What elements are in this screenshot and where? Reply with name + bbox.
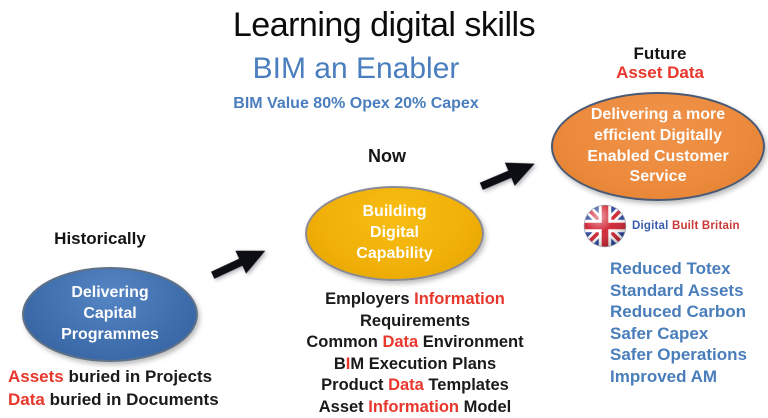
benefit-item: Reduced Carbon bbox=[610, 302, 747, 321]
page-title: Learning digital skills bbox=[232, 6, 536, 44]
digital-built-britain-logo: Digital Built Britain bbox=[583, 204, 740, 248]
benefit-item: Safer Capex bbox=[610, 323, 709, 343]
benefits-list: Reduced Totex Standard Assets Reduced Ca… bbox=[610, 258, 768, 387]
logo-text: Digital Built Britain bbox=[632, 220, 740, 232]
arrow-right-icon bbox=[479, 162, 535, 190]
stage-label-future: Future bbox=[633, 44, 687, 63]
note-line: Assets buried in Projects bbox=[8, 367, 213, 386]
union-jack-icon bbox=[583, 204, 627, 248]
stage-label-historically: Historically bbox=[54, 229, 146, 248]
benefit-item: Safer Operations bbox=[610, 345, 747, 364]
stage-label-now: Now bbox=[368, 146, 406, 166]
benefit-item: Standard Assets bbox=[610, 280, 744, 300]
ellipse-now: Building Digital Capability bbox=[305, 186, 484, 281]
benefit-item: Reduced Totex bbox=[610, 259, 731, 278]
arrow-right-icon bbox=[211, 250, 266, 279]
stage-sublabel-asset-data: Asset Data bbox=[616, 63, 704, 82]
historical-notes: Assets buried in Projects Data buried in… bbox=[8, 365, 258, 411]
ellipse-future-text: Delivering a more efficient Digitally En… bbox=[587, 105, 729, 186]
bim-item-list: Employers Information Requirements Commo… bbox=[275, 289, 555, 418]
benefit-item: Improved AM bbox=[610, 366, 718, 386]
ellipse-historically-text: Delivering Capital Programmes bbox=[61, 284, 159, 343]
subtitle: BIM an Enabler bbox=[252, 52, 460, 85]
bim-item: Asset Information Model bbox=[318, 397, 512, 416]
bim-item: Employers Information Requirements bbox=[325, 290, 505, 330]
tagline: BIM Value 80% Opex 20% Capex bbox=[233, 95, 479, 112]
ellipse-future: Delivering a more efficient Digitally En… bbox=[551, 92, 765, 201]
bim-item: Common Data Environment bbox=[306, 333, 524, 351]
ellipse-now-text: Building Digital Capability bbox=[356, 203, 433, 262]
bim-item: BIM Execution Plans bbox=[333, 354, 497, 373]
bim-item: Product Data Templates bbox=[321, 376, 509, 394]
note-line: Data buried in Documents bbox=[8, 390, 219, 409]
ellipse-historically: Delivering Capital Programmes bbox=[22, 267, 198, 362]
